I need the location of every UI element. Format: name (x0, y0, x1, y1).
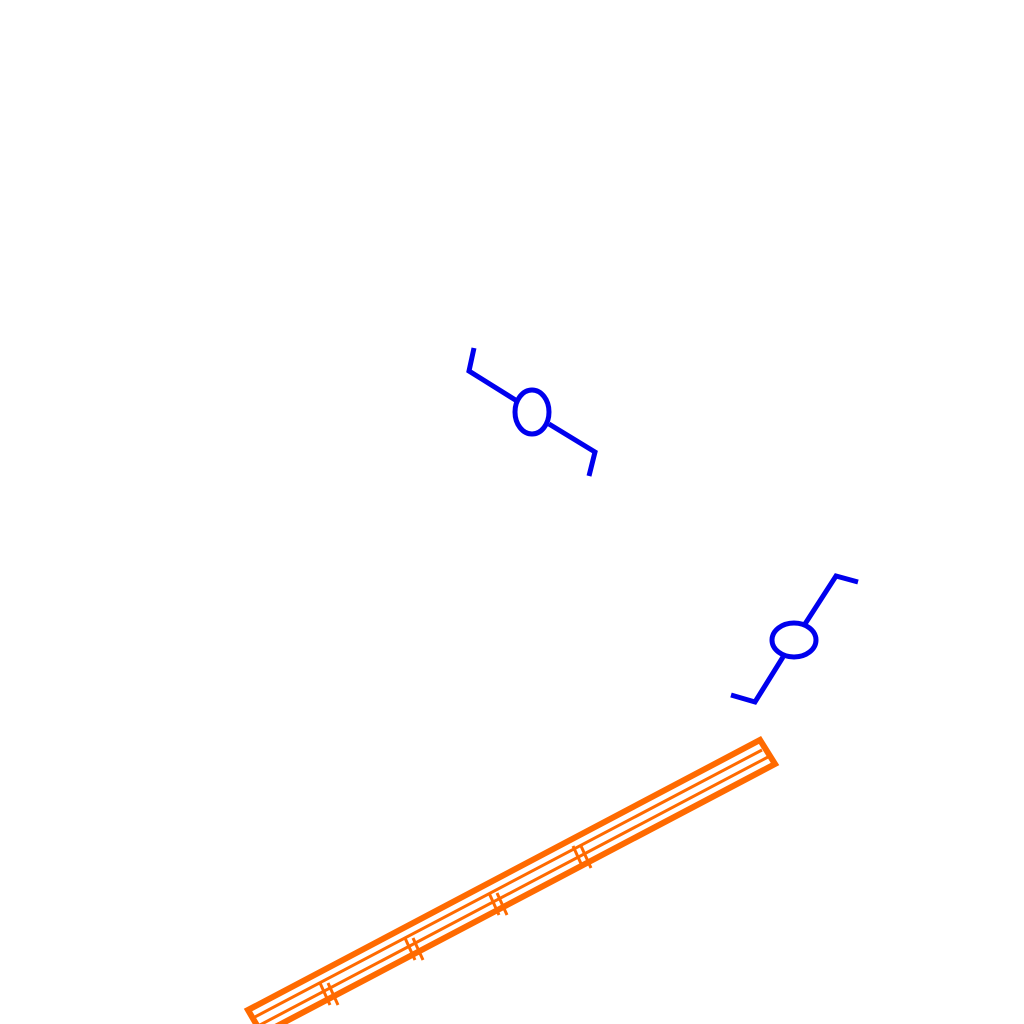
valve-upper-body (512, 387, 552, 437)
pipe-joint-mark (579, 845, 593, 869)
valve-upper-right-arm (547, 421, 598, 477)
pipe-joint-mark (318, 982, 332, 1006)
pipe-joint-mark (487, 892, 501, 916)
valve-lower-top-arm (802, 573, 859, 626)
pipe-inner-line-1 (252, 748, 763, 1020)
valve-icon (730, 573, 859, 705)
valve-upper-left-arm (466, 347, 519, 404)
pipe-segment-icon (243, 736, 780, 1024)
valve-lower-bottom-arm (730, 655, 786, 705)
pipe-joint-mark (411, 937, 425, 961)
pipe-joint-mark (403, 937, 417, 961)
pipe-joint-mark (571, 845, 585, 869)
pipe-joint-mark (326, 982, 340, 1006)
valve-icon (466, 347, 598, 477)
valve-lower-body (769, 620, 819, 660)
pipe-joint-mark (495, 892, 509, 916)
pipe-body (243, 736, 780, 1024)
pipe-inner-line-2 (258, 755, 769, 1024)
pipe-joints (318, 845, 593, 1006)
